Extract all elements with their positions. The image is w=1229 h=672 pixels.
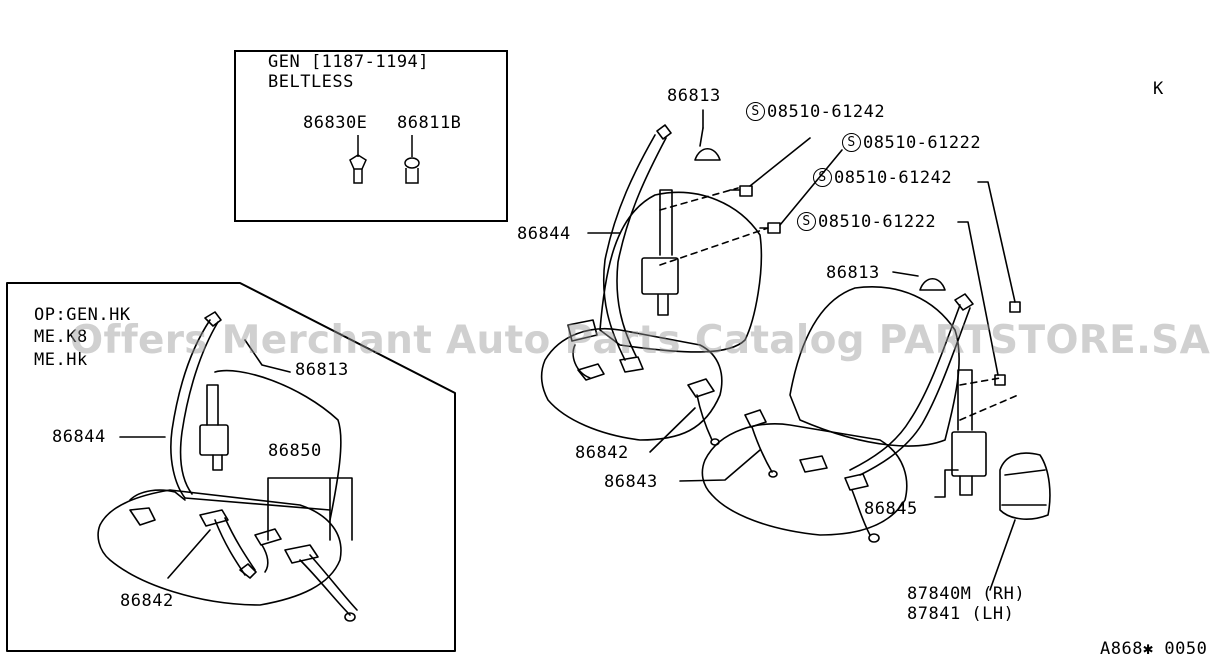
watermark: Offers Merchant Auto Parts Catalog PARTS…: [70, 318, 1211, 363]
front-right-seat-back: [789, 286, 960, 447]
part-label-86830E[interactable]: 86830E: [303, 113, 368, 133]
rear-inset-frame: [6, 282, 456, 652]
page-code: K: [1153, 79, 1164, 99]
s-circle-icon: S: [842, 133, 861, 152]
beltless-parts-icons: [349, 135, 420, 184]
part-label-86813-top[interactable]: 86813: [667, 86, 721, 106]
rear-inset-line3: ME.Hk: [34, 350, 88, 370]
s-circle-icon: S: [746, 102, 765, 121]
rear-part-label-86844[interactable]: 86844: [52, 427, 106, 447]
part-label-86813-right[interactable]: 86813: [826, 263, 880, 283]
beltless-gen-line: GEN [1187-1194]: [268, 52, 430, 72]
anchor-cap-right: [919, 277, 946, 291]
s-circle-icon: S: [813, 168, 832, 187]
part-label-86811B[interactable]: 86811B: [397, 113, 462, 133]
front-left-seat-back: [599, 191, 763, 353]
front-left-seat-cushion: [540, 328, 723, 441]
s-circle-icon: S: [797, 212, 816, 231]
part-label-86842[interactable]: 86842: [575, 443, 629, 463]
anchor-cap-top: [694, 147, 721, 161]
rear-part-label-86842[interactable]: 86842: [120, 591, 174, 611]
part-label-87841[interactable]: 87841 (LH): [907, 604, 1015, 624]
rear-part-label-86850[interactable]: 86850: [268, 441, 322, 461]
part-label-86844[interactable]: 86844: [517, 224, 571, 244]
beltless-title: BELTLESS: [268, 72, 354, 92]
retractor-cover: [999, 452, 1051, 520]
part-label-87840M[interactable]: 87840M (RH): [907, 584, 1026, 604]
part-label-86845[interactable]: 86845: [864, 499, 918, 519]
rear-inset-line1: OP:GEN.HK: [34, 305, 131, 325]
figure-id: A868✱ 0050: [1100, 639, 1208, 659]
front-right-seat-cushion: [701, 422, 908, 536]
beltless-inset-box: [234, 50, 508, 222]
rear-inset-line2: ME.K8: [34, 327, 88, 347]
part-label-86843[interactable]: 86843: [604, 472, 658, 492]
rear-part-label-86813[interactable]: 86813: [295, 360, 349, 380]
